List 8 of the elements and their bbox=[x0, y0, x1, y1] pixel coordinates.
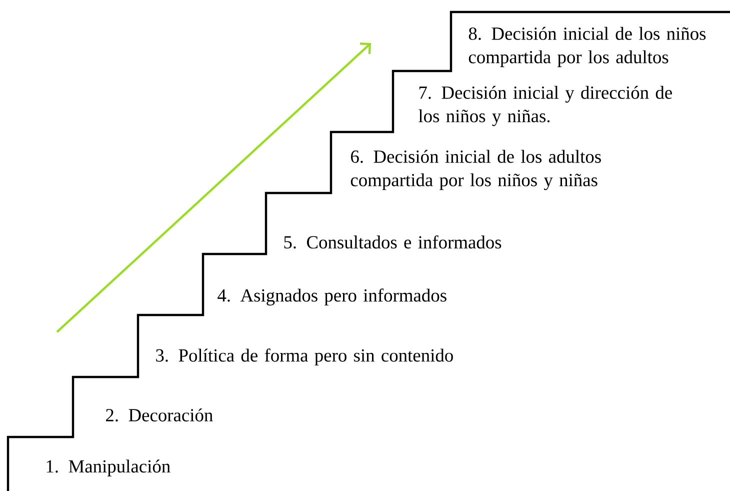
step-label: 2. Decoración bbox=[106, 408, 213, 422]
step-label: 3. Política de forma pero sin contenido bbox=[156, 348, 453, 366]
step-label: 5. Consultados e informados bbox=[284, 235, 502, 249]
step-label: 1. Manipulación bbox=[46, 460, 170, 476]
step-label: 4. Asignados pero informados bbox=[218, 288, 446, 306]
step-label: 6. Decisión inicial de los adultos compartida por los niños y niñas bbox=[350, 150, 601, 190]
step-label: 7. Decisión inicial y dirección de los niños y niñas. bbox=[418, 86, 672, 126]
step-label: 8. Decisión inicial de los niños compartida por los adultos bbox=[468, 26, 706, 68]
